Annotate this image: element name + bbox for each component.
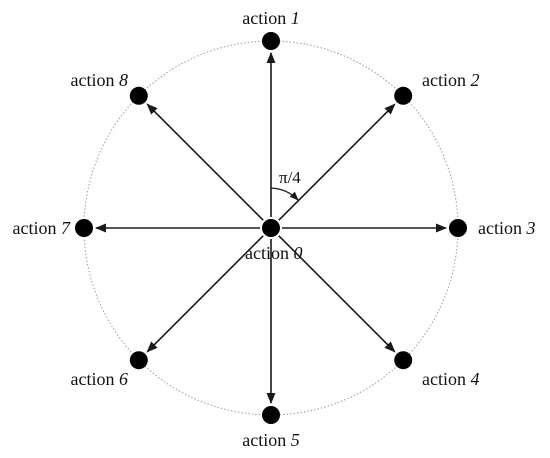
label-action-5: action 5	[242, 430, 299, 450]
node-action-3	[449, 219, 467, 237]
node-group	[75, 32, 467, 424]
node-action-7	[75, 219, 93, 237]
label-action-8: action 8	[71, 70, 128, 90]
node-action-0	[262, 219, 280, 237]
arrow-action-6	[146, 235, 264, 353]
arrow-group	[94, 51, 448, 405]
node-action-4	[394, 351, 413, 370]
node-action-5	[262, 406, 280, 424]
arrow-action-2	[278, 103, 396, 221]
arrow-action-4	[278, 235, 396, 353]
node-action-6	[129, 351, 148, 370]
label-action-1: action 1	[242, 8, 299, 28]
label-action-7: action 7	[13, 218, 71, 238]
label-action-4: action 4	[422, 369, 479, 389]
label-action-3: action 3	[478, 218, 535, 238]
node-action-1	[262, 32, 280, 50]
label-action-2: action 2	[422, 70, 479, 90]
node-action-8	[129, 86, 148, 105]
label-action-0: action 0	[245, 243, 302, 263]
angle-arc	[270, 187, 299, 201]
label-action-6: action 6	[71, 369, 128, 389]
arrow-action-8	[146, 103, 264, 221]
node-action-2	[394, 86, 413, 105]
label-group: action 1 action 2 action 3 action 4 acti…	[13, 8, 536, 450]
angle-label: π/4	[279, 168, 301, 187]
